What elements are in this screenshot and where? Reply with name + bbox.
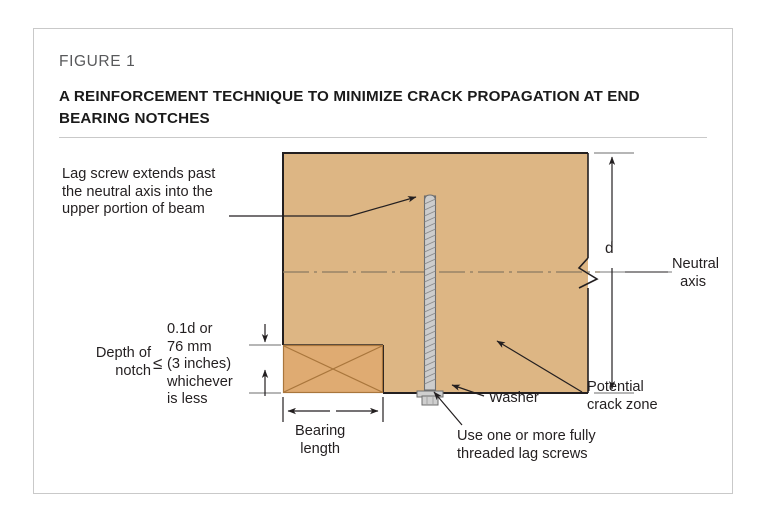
figure-title: A REINFORCEMENT TECHNIQUE TO MINIMIZE CR… <box>59 88 640 127</box>
annotation-potential-crack-zone: Potential crack zone <box>587 379 658 413</box>
leader-lag-screw <box>229 196 417 217</box>
annotation-less-than-or-equal: ≤ <box>153 354 163 373</box>
screw-threads <box>424 198 436 385</box>
lag-screw <box>423 194 437 391</box>
dimension-notch-depth <box>249 324 281 396</box>
annotation-depth-of-notch: Depth of notch <box>95 345 151 379</box>
annotation-notch-depth-values: 0.1d or 76 mm (3 inches) whichever is le… <box>167 321 233 408</box>
leader-potential-crack-zone <box>496 340 583 393</box>
annotation-bearing-length: Bearing length <box>295 423 346 457</box>
washer <box>416 390 444 406</box>
annotation-depth-d: d <box>605 240 614 257</box>
figure-number-label: FIGURE 1 <box>59 53 136 70</box>
dimension-depth-d <box>594 152 634 394</box>
annotation-neutral-axis: Neutral axis <box>672 256 720 290</box>
title-divider <box>59 137 707 138</box>
bearing-support-block <box>282 344 384 394</box>
annotation-use-lag-screws: Use one or more fully threaded lag screw… <box>457 428 596 462</box>
leader-use-lag-screws <box>433 391 463 426</box>
annotation-washer: Washer <box>489 390 539 406</box>
dimension-bearing-length <box>282 397 384 422</box>
leader-washer <box>451 384 485 397</box>
annotation-lag-screw-extends: Lag screw extends past the neutral axis … <box>62 166 216 218</box>
